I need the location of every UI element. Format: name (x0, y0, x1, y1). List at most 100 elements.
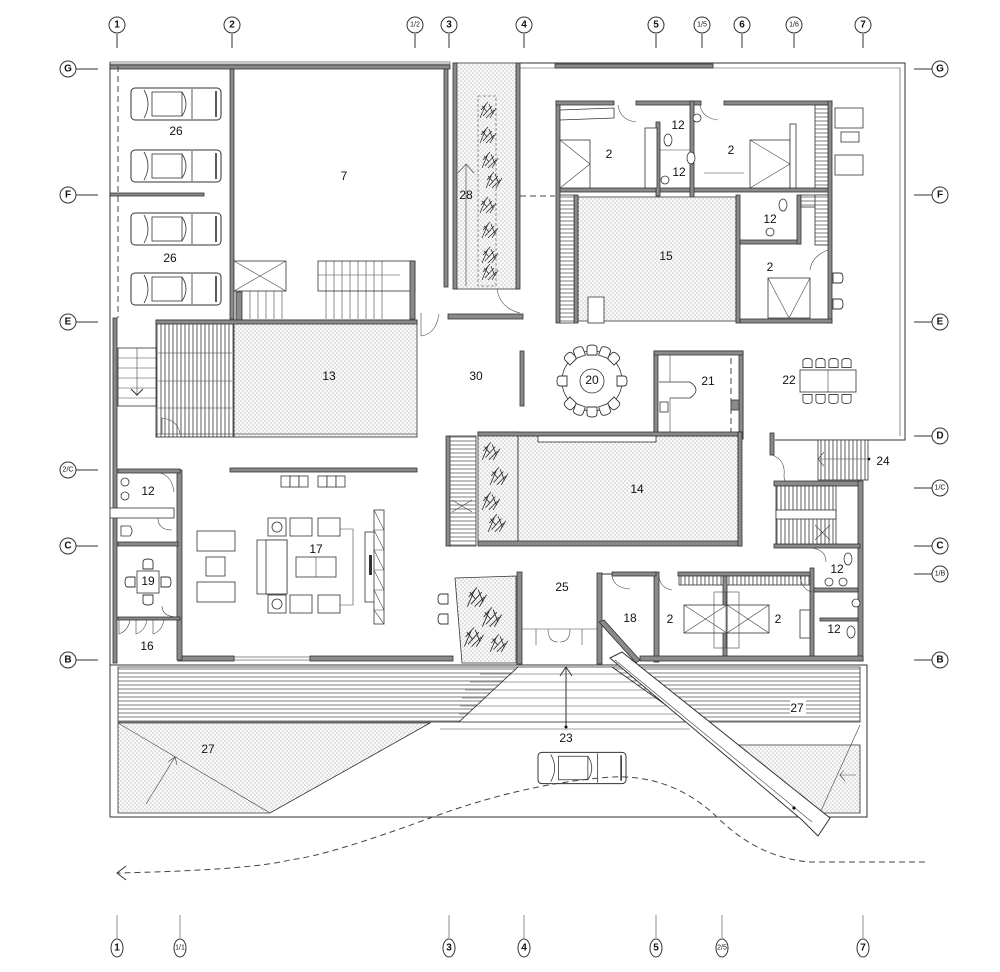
room-label-22: 22 (782, 373, 796, 387)
svg-text:C: C (936, 541, 943, 552)
room-label-28: 28 (459, 188, 473, 202)
svg-text:7: 7 (860, 943, 866, 954)
entry-steps (117, 666, 861, 730)
svg-text:3: 3 (446, 943, 452, 954)
courtyard-28 (447, 62, 555, 320)
stairs-24 (769, 432, 871, 662)
svg-text:1/6: 1/6 (789, 22, 799, 29)
stairs-room-7 (233, 260, 416, 321)
grid-bubble-top-1: 1 (108, 16, 126, 48)
grid-bubble-right-c: C (914, 537, 949, 555)
hall-30 (519, 350, 525, 407)
room-label-12d: 12 (141, 484, 155, 498)
room-label-2e: 2 (775, 612, 782, 626)
living-room-17 (196, 475, 449, 625)
planter-entry (454, 571, 523, 665)
svg-text:B: B (64, 655, 71, 666)
vehicle-path (116, 776, 925, 881)
grid-bubble-left-c: C (59, 537, 98, 555)
grid-bubble-top-4: 4 (515, 16, 533, 48)
room-label-13: 13 (322, 369, 336, 383)
grid-axes: 1 2 1/2 3 4 5 1/5 6 1/6 7 1 1/1 3 4 5 2/… (59, 16, 949, 958)
car-2 (130, 149, 222, 183)
svg-text:D: D (936, 431, 943, 442)
room-label-20: 20 (585, 373, 599, 387)
grid-bottom: 1 1/1 3 4 5 2/5 7 (110, 915, 870, 958)
bedroom-wing (555, 100, 864, 324)
svg-text:F: F (937, 190, 943, 201)
grid-bubble-right-e: E (914, 313, 949, 331)
svg-text:7: 7 (860, 20, 866, 31)
dining-table-22 (799, 357, 857, 405)
room-label-12f: 12 (827, 622, 841, 636)
grid-bubble-bottom-2-5: 2/5 (715, 915, 729, 958)
grid-bubble-bottom-1: 1 (110, 915, 124, 958)
grid-right: G F E D 1/C C 1/B B (914, 60, 949, 669)
svg-text:2/C: 2/C (63, 467, 74, 474)
entry-arrow (559, 666, 573, 729)
grid-top: 1 2 1/2 3 4 5 1/5 6 1/6 7 (108, 16, 872, 48)
building-walls (109, 61, 906, 664)
lower-bedrooms (598, 547, 864, 664)
room-label-30: 30 (469, 369, 483, 383)
svg-text:B: B (936, 655, 943, 666)
grid-bubble-left-e: E (59, 313, 98, 331)
svg-text:1/C: 1/C (935, 485, 946, 492)
room-label-12a: 12 (671, 118, 685, 132)
kitchen-21 (653, 350, 744, 440)
room-label-12e: 12 (830, 562, 844, 576)
svg-text:1/B: 1/B (935, 571, 946, 578)
grid-bubble-left-f: F (59, 186, 98, 204)
svg-text:6: 6 (739, 20, 745, 31)
pool-14 (445, 431, 743, 547)
svg-text:E: E (937, 317, 944, 328)
room-labels: 26 26 7 28 2 12 2 12 12 15 2 13 30 20 21… (140, 118, 890, 756)
car-3 (130, 212, 222, 246)
round-dining-table-20 (556, 344, 628, 418)
room-label-25: 25 (555, 580, 569, 594)
grid-bubble-top-3: 3 (440, 16, 458, 48)
grid-bubble-top-2: 2 (223, 16, 241, 48)
room-label-15: 15 (659, 249, 673, 263)
grid-bubble-top-1-6: 1/6 (785, 16, 803, 48)
svg-text:1: 1 (114, 943, 120, 954)
room-label-21: 21 (701, 374, 715, 388)
svg-text:2/5: 2/5 (717, 945, 727, 952)
grid-bubble-right-f: F (914, 186, 949, 204)
grid-left: G F E 2/C C B (59, 60, 98, 669)
grid-bubble-bottom-1-1: 1/1 (173, 915, 187, 958)
room-label-2b: 2 (728, 143, 735, 157)
svg-text:C: C (64, 541, 71, 552)
grid-bubble-left-2c: 2/C (59, 461, 98, 479)
svg-text:1/2: 1/2 (410, 22, 420, 29)
room-label-7: 7 (341, 169, 348, 183)
room-label-2a: 2 (606, 147, 613, 161)
svg-text:G: G (936, 64, 944, 75)
room-label-12c: 12 (763, 212, 777, 226)
svg-text:5: 5 (653, 943, 659, 954)
grid-bubble-bottom-3: 3 (442, 915, 456, 958)
svg-text:G: G (64, 64, 72, 75)
svg-text:1/1: 1/1 (175, 945, 185, 952)
svg-text:5: 5 (653, 20, 659, 31)
grid-bubble-right-d: D (914, 427, 949, 445)
service-wing (109, 468, 181, 635)
room-label-24: 24 (876, 454, 890, 468)
svg-text:4: 4 (521, 20, 527, 31)
garage-parking-26 (130, 87, 222, 306)
room-label-27b: 27 (201, 742, 215, 756)
entry-25 (522, 572, 603, 665)
svg-text:E: E (65, 317, 72, 328)
grid-bubble-right-g: G (914, 60, 949, 78)
landscape-27-left (117, 722, 432, 814)
car-driveway (537, 751, 627, 785)
room-label-14: 14 (630, 482, 644, 496)
svg-text:4: 4 (521, 943, 527, 954)
grid-bubble-right-1b: 1/B (914, 565, 949, 583)
svg-text:1: 1 (114, 20, 120, 31)
grid-bubble-bottom-7: 7 (856, 915, 870, 958)
grid-bubble-bottom-5: 5 (649, 915, 663, 958)
svg-text:3: 3 (446, 20, 452, 31)
room-label-18: 18 (623, 611, 637, 625)
